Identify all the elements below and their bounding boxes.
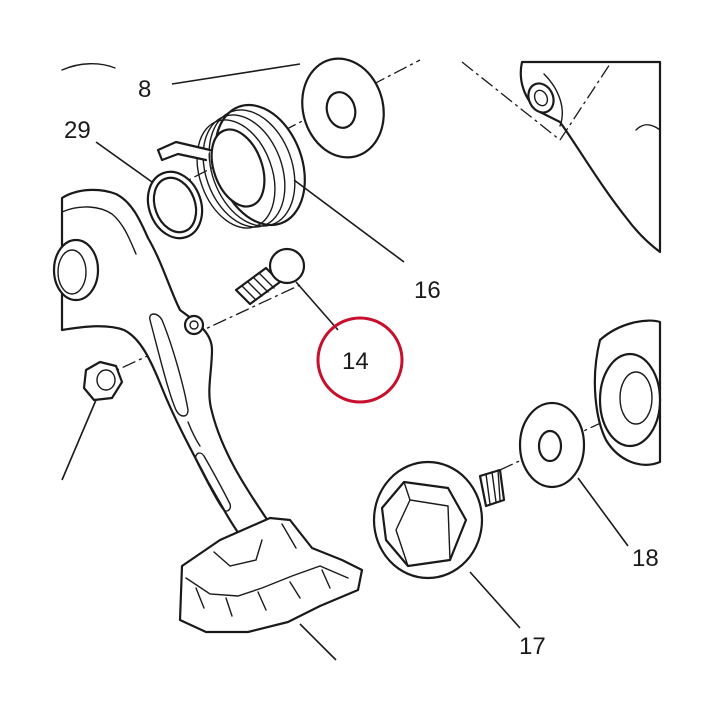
pivot-bushing (593, 319, 662, 466)
frame-bracket (519, 60, 662, 254)
center-line-bracket (461, 61, 611, 141)
pedal-foot-pad (178, 516, 364, 634)
washer-part-18 (518, 401, 586, 489)
pivot-pin-part-14 (234, 247, 306, 306)
callout-14: 14 (342, 348, 369, 375)
leader-nut (61, 399, 97, 481)
leader-pedal-pad (299, 623, 337, 661)
callout-29: 29 (64, 117, 91, 144)
callout-16: 16 (414, 277, 441, 304)
o-ring-part-29 (146, 170, 204, 240)
callout-18: 18 (632, 545, 659, 572)
flange-bolt-part-17 (372, 460, 506, 580)
leader-16 (293, 179, 405, 263)
callout-8: 8 (138, 76, 151, 103)
leader-18 (577, 477, 629, 547)
brake-pedal-arm (52, 188, 272, 550)
hex-nut (82, 360, 124, 402)
leader-17 (469, 571, 521, 629)
washer-part-8 (301, 57, 385, 159)
spring-part-16 (156, 103, 306, 229)
leader-14 (295, 281, 339, 331)
highlight-ring-14 (316, 316, 404, 404)
callout-17: 17 (519, 633, 546, 660)
leader-29 (95, 141, 153, 183)
leader-8 (171, 63, 301, 85)
background-outline-top-left (61, 63, 116, 71)
